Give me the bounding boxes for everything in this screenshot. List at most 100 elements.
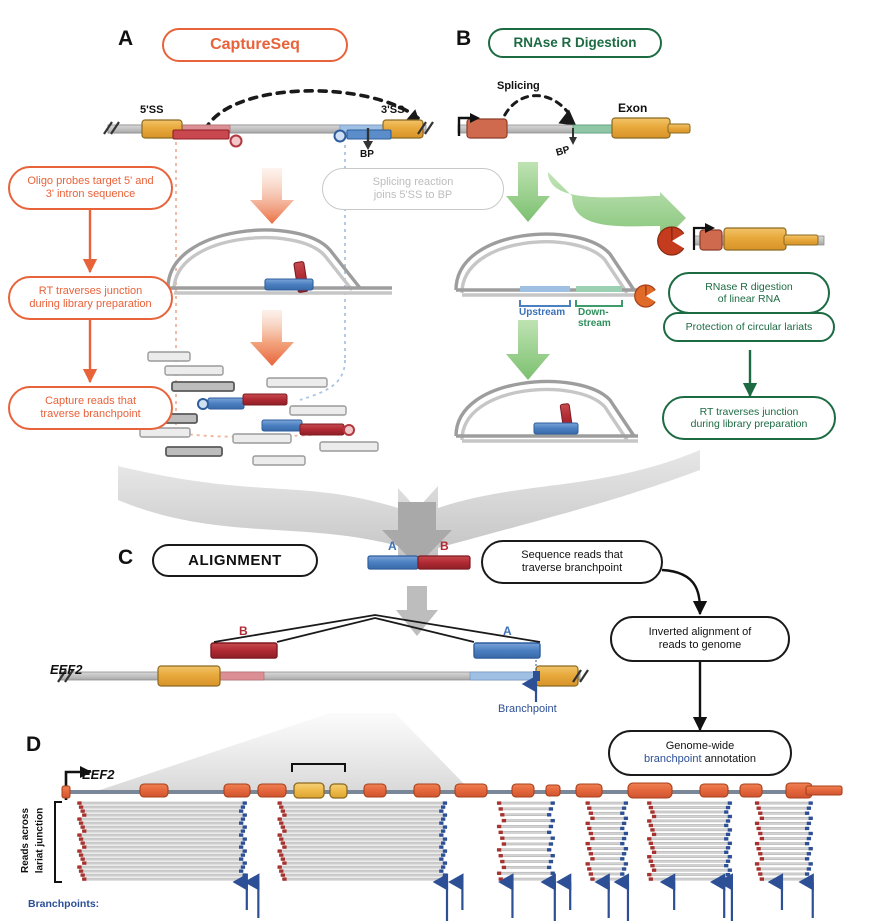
panel-letter-c: C — [118, 546, 134, 569]
panelA-step-2: RT traverses junction during library pre… — [8, 276, 173, 320]
read-end-red — [80, 857, 85, 861]
panelA-step-1-line1: Oligo probes target 5' and — [27, 175, 154, 188]
read-end-blue — [240, 877, 245, 881]
read-body — [758, 872, 810, 876]
read-end-blue — [441, 805, 446, 809]
read-end-blue — [441, 865, 446, 869]
read-body — [81, 813, 248, 817]
read-body — [277, 817, 446, 821]
read-end-red — [82, 877, 87, 881]
read-end-red — [498, 807, 503, 811]
label-bp-a: BP — [360, 149, 374, 160]
read-body — [277, 849, 448, 853]
read-end-blue — [808, 801, 813, 805]
read-end-red — [650, 846, 655, 850]
panelC-down-arrow — [396, 586, 438, 636]
panelC-box-annot-rest: annotation — [701, 753, 756, 765]
read-end-blue — [727, 855, 732, 859]
read-body — [78, 869, 244, 873]
read-end-red — [282, 861, 287, 865]
panelD-bottom-label: Branchpoints: — [28, 898, 100, 910]
read-body — [80, 873, 247, 877]
panelC-curve-arrow — [661, 568, 708, 732]
read-body — [282, 845, 444, 849]
read-end-red — [277, 817, 282, 821]
read-body — [280, 841, 446, 845]
read-end-blue — [240, 841, 245, 845]
read-end-red — [755, 841, 760, 846]
read-body — [651, 868, 733, 872]
read-end-blue — [620, 826, 625, 831]
read-body — [588, 872, 625, 876]
read-end-blue — [621, 806, 627, 810]
read-end-red — [497, 801, 502, 805]
read-body — [585, 822, 627, 825]
read-end-blue — [620, 857, 625, 861]
panelB-linear-rna — [657, 223, 825, 256]
read-end-red — [758, 852, 763, 856]
read-body — [80, 857, 244, 861]
read-body — [758, 832, 813, 835]
read-end-blue — [439, 869, 444, 873]
read-end-red — [501, 842, 507, 846]
read-end-blue — [724, 863, 729, 868]
read-end-blue — [239, 845, 244, 849]
read-body — [279, 805, 446, 809]
panelA-step-2-line1: RT traverses junction — [38, 285, 143, 298]
read-body — [501, 819, 556, 822]
panelA-step-2-line2: during library preparation — [29, 298, 152, 310]
read-end-blue — [804, 841, 810, 846]
read-end-red — [277, 801, 282, 805]
label-downstream-b-line1: Down- — [578, 307, 609, 318]
read-end-red — [77, 801, 82, 805]
read-end-blue — [548, 859, 553, 864]
read-end-red — [758, 831, 763, 836]
read-end-blue — [548, 877, 553, 881]
read-body — [80, 825, 247, 829]
panelC-box-annot-line1: Genome-wide — [665, 740, 735, 753]
read-end-blue — [806, 836, 811, 841]
panelA-lariat-reads — [264, 261, 314, 293]
read-body — [648, 842, 733, 845]
read-body — [590, 857, 625, 861]
panelA-step-1: Oligo probes target 5' and 3' intron seq… — [8, 166, 173, 210]
read-body — [650, 864, 729, 867]
read-body — [585, 862, 629, 866]
read-body — [279, 821, 444, 825]
read-end-red — [585, 841, 590, 846]
read-end-blue — [547, 813, 552, 817]
read-end-blue — [242, 813, 247, 817]
read-body — [81, 845, 244, 849]
read-end-red — [590, 877, 595, 881]
read-end-blue — [239, 869, 244, 873]
panelA-splicing-note-line2: joins 5'SS to BP — [373, 189, 453, 201]
read-end-red — [282, 877, 287, 881]
read-body — [754, 822, 812, 825]
read-end-blue — [441, 853, 446, 857]
read-body — [648, 806, 731, 809]
panelB-step-1: RNase R digestion of linear RNA — [668, 272, 830, 314]
read-end-blue — [242, 849, 247, 853]
panelB-rnaser-enzyme-2 — [657, 226, 690, 256]
read-body — [282, 877, 446, 881]
read-end-red — [282, 845, 287, 849]
panelB-step-3-line1: RT traverses junction — [699, 405, 799, 418]
read-end-red — [280, 825, 285, 829]
panelB-green-arrows — [506, 162, 686, 380]
read-end-blue — [620, 872, 625, 876]
panelB-step-2: Protection of circular lariats — [663, 312, 835, 342]
read-body — [588, 832, 629, 835]
read-body — [647, 855, 733, 858]
read-end-red — [277, 849, 282, 853]
read-end-red — [648, 841, 653, 846]
panelA-title-pill: CaptureSeq — [162, 28, 348, 62]
panelB-title-pill: RNAse R Digestion — [488, 28, 662, 58]
read-body — [759, 817, 813, 820]
read-end-blue — [621, 821, 627, 826]
label-read-b-gene: B — [239, 624, 248, 638]
read-body — [756, 847, 813, 850]
read-end-blue — [242, 873, 247, 877]
read-end-blue — [442, 825, 447, 829]
read-end-red — [497, 848, 502, 852]
read-end-red — [755, 862, 760, 866]
